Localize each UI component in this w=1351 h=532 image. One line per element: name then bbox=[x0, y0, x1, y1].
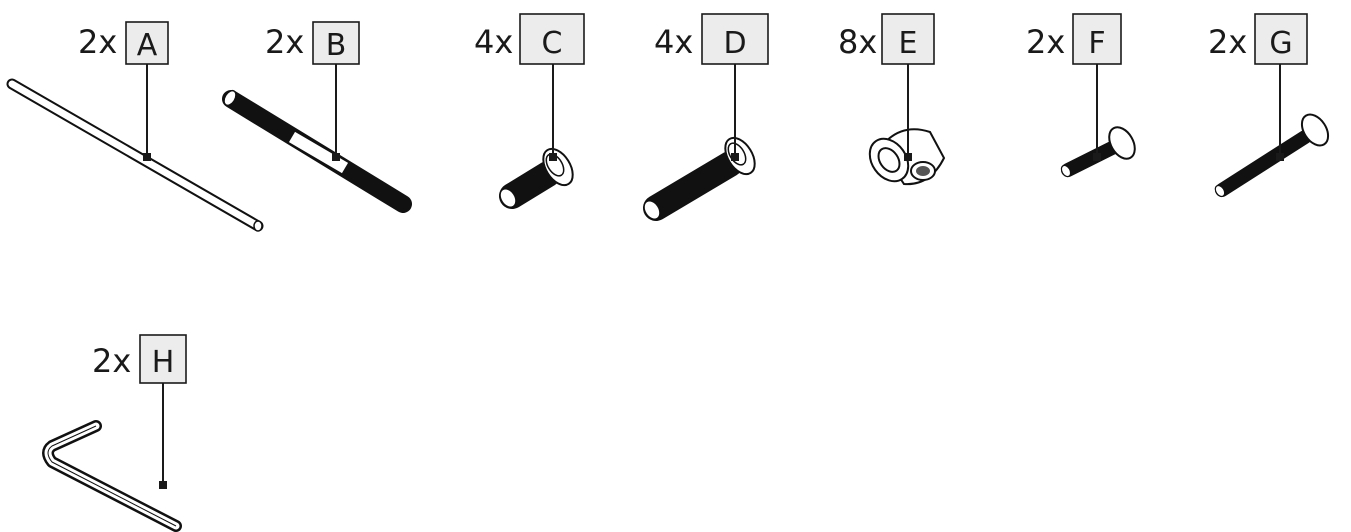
part-h: 2x H bbox=[42, 334, 187, 532]
quantity-label: 2x bbox=[1026, 23, 1065, 61]
quantity-label: 2x bbox=[78, 23, 117, 61]
leader-dot bbox=[549, 153, 557, 161]
leader-dot bbox=[143, 153, 151, 161]
long-screw-icon bbox=[1214, 113, 1330, 198]
part-b: 2x B bbox=[222, 21, 412, 213]
part-code: F bbox=[1088, 26, 1105, 61]
part-code-box bbox=[701, 13, 769, 65]
quantity-label: 4x bbox=[474, 23, 513, 61]
short-screw-icon bbox=[1060, 126, 1136, 178]
part-code-box bbox=[1254, 13, 1308, 65]
part-code-box bbox=[1072, 13, 1122, 65]
part-d: 4x D bbox=[643, 13, 769, 221]
part-code-box bbox=[881, 13, 935, 65]
part-e: 8x E bbox=[838, 13, 946, 186]
leader-dot bbox=[159, 481, 167, 489]
quantity-label: 2x bbox=[92, 342, 131, 380]
leader-dot bbox=[1093, 153, 1101, 161]
leader-dot bbox=[332, 153, 340, 161]
short-bolt-icon bbox=[499, 147, 574, 209]
part-c: 4x C bbox=[474, 13, 585, 209]
part-code: D bbox=[723, 26, 746, 61]
quantity-label: 2x bbox=[1208, 23, 1247, 61]
long-bolt-icon bbox=[643, 136, 756, 221]
allen-key-icon bbox=[42, 420, 182, 532]
part-a: 2x A bbox=[6, 21, 264, 232]
leader-dot bbox=[731, 153, 739, 161]
part-code: G bbox=[1269, 26, 1292, 61]
quantity-label: 4x bbox=[654, 23, 693, 61]
part-code-box bbox=[519, 13, 585, 65]
quantity-label: 8x bbox=[838, 23, 877, 61]
part-f: 2x F bbox=[1026, 13, 1136, 178]
threaded-rod-icon bbox=[222, 89, 412, 213]
part-code: E bbox=[899, 26, 918, 61]
quantity-label: 2x bbox=[265, 23, 304, 61]
part-code: H bbox=[152, 345, 175, 380]
leader-dot bbox=[1276, 153, 1284, 161]
part-code: B bbox=[326, 28, 347, 63]
part-code-box bbox=[139, 334, 187, 384]
part-g: 2x G bbox=[1208, 13, 1330, 198]
barrel-nut-icon bbox=[868, 128, 946, 186]
part-code-box bbox=[125, 21, 169, 65]
part-code: A bbox=[137, 28, 158, 63]
part-code-box bbox=[312, 21, 360, 65]
pin-rod-icon bbox=[6, 78, 264, 232]
part-code: C bbox=[542, 26, 563, 61]
leader-dot bbox=[904, 153, 912, 161]
